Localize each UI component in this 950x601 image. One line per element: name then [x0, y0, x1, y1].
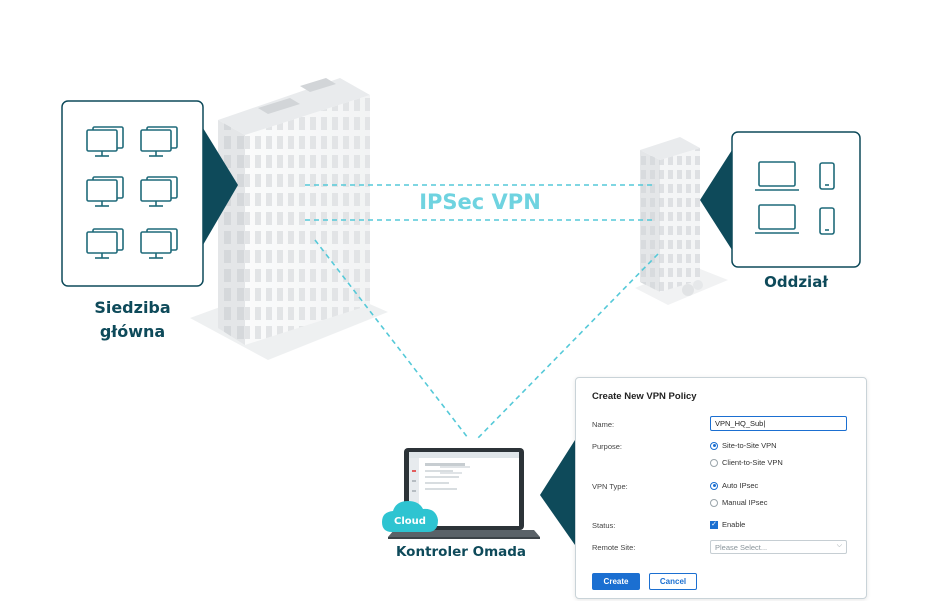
vpn-type-option-manual[interactable]: Manual IPsec [710, 498, 767, 507]
radio-unselected-icon [710, 458, 718, 467]
remote-site-select[interactable]: Please Select... ⌵ [710, 540, 847, 554]
remote-site-label: Remote Site: [592, 543, 636, 552]
desktop-icon [140, 228, 178, 259]
purpose-option-site-to-site[interactable]: Site-to-Site VPN [710, 441, 777, 450]
remote-site-placeholder: Please Select... [715, 543, 768, 552]
status-enable-checkbox[interactable]: ✓ Enable [710, 520, 745, 529]
hq-label: Siedziba główna [62, 296, 203, 344]
cloud-badge [382, 501, 438, 532]
purpose-option-client-to-site[interactable]: Client-to-Site VPN [710, 458, 783, 467]
create-button[interactable]: Create [592, 573, 640, 590]
radio-unselected-icon [710, 498, 718, 507]
form-title: Create New VPN Policy [592, 391, 697, 402]
hq-label-line1: Siedziba [94, 298, 171, 317]
smartphone-icon [819, 162, 835, 190]
controller-form-pointer [540, 440, 575, 545]
laptop-icon [755, 204, 799, 234]
vpn-type-label: VPN Type: [592, 482, 628, 491]
purpose-label: Purpose: [592, 442, 623, 451]
desktop-icon [140, 126, 178, 157]
hq-label-line2: główna [99, 322, 166, 341]
desktop-icon [140, 176, 178, 207]
hq-device-icons [86, 126, 178, 259]
checkbox-checked-icon: ✓ [710, 520, 718, 529]
branch-building [640, 137, 703, 296]
desktop-icon [86, 126, 124, 157]
branch-label: Oddział [764, 273, 828, 291]
name-input[interactable] [710, 416, 847, 431]
vpn-label: IPSec VPN [419, 190, 541, 214]
laptop-icon [755, 161, 799, 191]
branch-devices-panel [700, 131, 861, 268]
status-option-label: Enable [722, 520, 746, 529]
vpn-type-option-label: Auto IPsec [722, 481, 759, 490]
vpn-type-option-auto[interactable]: Auto IPsec [710, 481, 758, 490]
radio-selected-icon [710, 441, 718, 450]
vpn-type-option-label: Manual IPsec [722, 498, 768, 507]
hq-building [218, 78, 370, 345]
controller-label: Kontroler Omada [395, 544, 527, 560]
vpn-tunnel-lines [305, 184, 659, 439]
name-label: Name: [592, 420, 615, 429]
chevron-down-icon: ⌵ [836, 542, 842, 549]
desktop-icon [86, 176, 124, 207]
desktop-icon [86, 228, 124, 259]
cancel-button[interactable]: Cancel [649, 573, 697, 590]
smartphone-icon [819, 207, 835, 235]
purpose-option-label: Site-to-Site VPN [722, 441, 777, 450]
status-label: Status: [592, 521, 616, 530]
branch-device-icons [755, 161, 835, 235]
radio-selected-icon [710, 481, 718, 490]
purpose-option-label: Client-to-Site VPN [722, 458, 783, 467]
cloud-label: Cloud [394, 516, 426, 527]
create-vpn-policy-form: Create New VPN Policy Name: Purpose: Sit… [575, 377, 867, 599]
